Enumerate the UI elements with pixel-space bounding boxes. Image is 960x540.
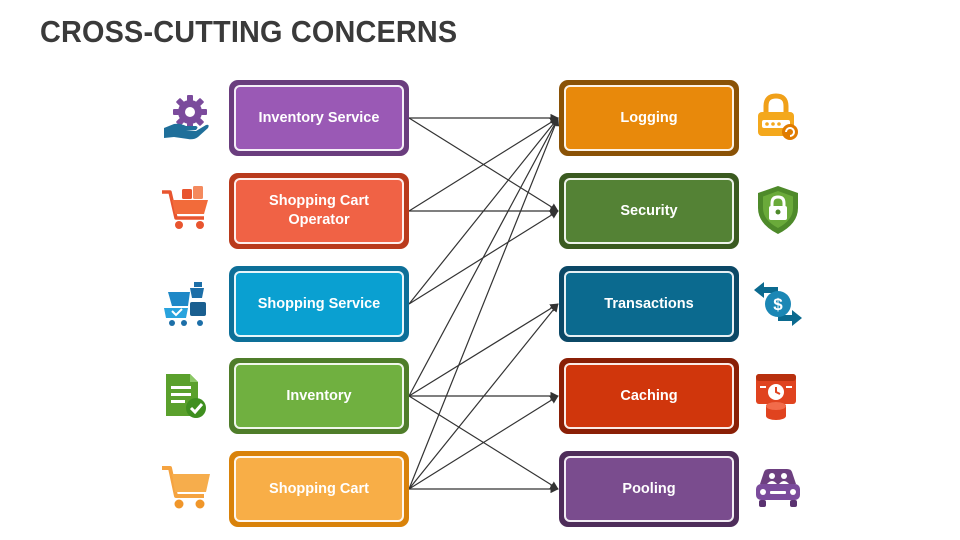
connection-arrow — [408, 117, 560, 490]
dollar-exchange-icon: $ — [754, 282, 802, 326]
connection-arrow — [408, 395, 559, 490]
node-transactions: Transactions — [559, 266, 739, 342]
node-label: Shopping Cart Operator — [234, 178, 404, 244]
connection-arrow — [408, 117, 559, 305]
connection-arrow — [408, 117, 559, 212]
padlock-password-icon — [758, 93, 798, 140]
gear-hand-icon — [164, 95, 209, 140]
node-inventory: Inventory — [229, 358, 409, 434]
online-shopping-icon — [164, 282, 206, 326]
car-pooling-icon — [756, 469, 800, 507]
node-label: Transactions — [564, 271, 734, 337]
shield-lock-icon — [758, 186, 798, 234]
node-security: Security — [559, 173, 739, 249]
node-shopping-cart-operator: Shopping Cart Operator — [229, 173, 409, 249]
connection-arrow — [408, 303, 559, 397]
connection-arrow — [408, 303, 559, 490]
checklist-icon — [166, 374, 206, 418]
node-label: Shopping Cart — [234, 456, 404, 522]
node-shopping-cart: Shopping Cart — [229, 451, 409, 527]
page-title: CROSS-CUTTING CONCERNS — [40, 14, 458, 49]
node-caching: Caching — [559, 358, 739, 434]
node-label: Pooling — [564, 456, 734, 522]
node-label: Shopping Service — [234, 271, 404, 337]
node-label: Inventory — [234, 363, 404, 429]
node-label: Security — [564, 178, 734, 244]
node-label: Logging — [564, 85, 734, 151]
node-pooling: Pooling — [559, 451, 739, 527]
node-label: Inventory Service — [234, 85, 404, 151]
cache-database-icon — [756, 374, 796, 420]
shopping-cart-icon — [162, 466, 210, 509]
node-logging: Logging — [559, 80, 739, 156]
connection-arrow — [408, 117, 559, 397]
node-shopping-service: Shopping Service — [229, 266, 409, 342]
node-label: Caching — [564, 363, 734, 429]
svg-text:$: $ — [773, 295, 783, 314]
node-inventory-service: Inventory Service — [229, 80, 409, 156]
shopping-cart-boxes-icon — [162, 186, 208, 229]
